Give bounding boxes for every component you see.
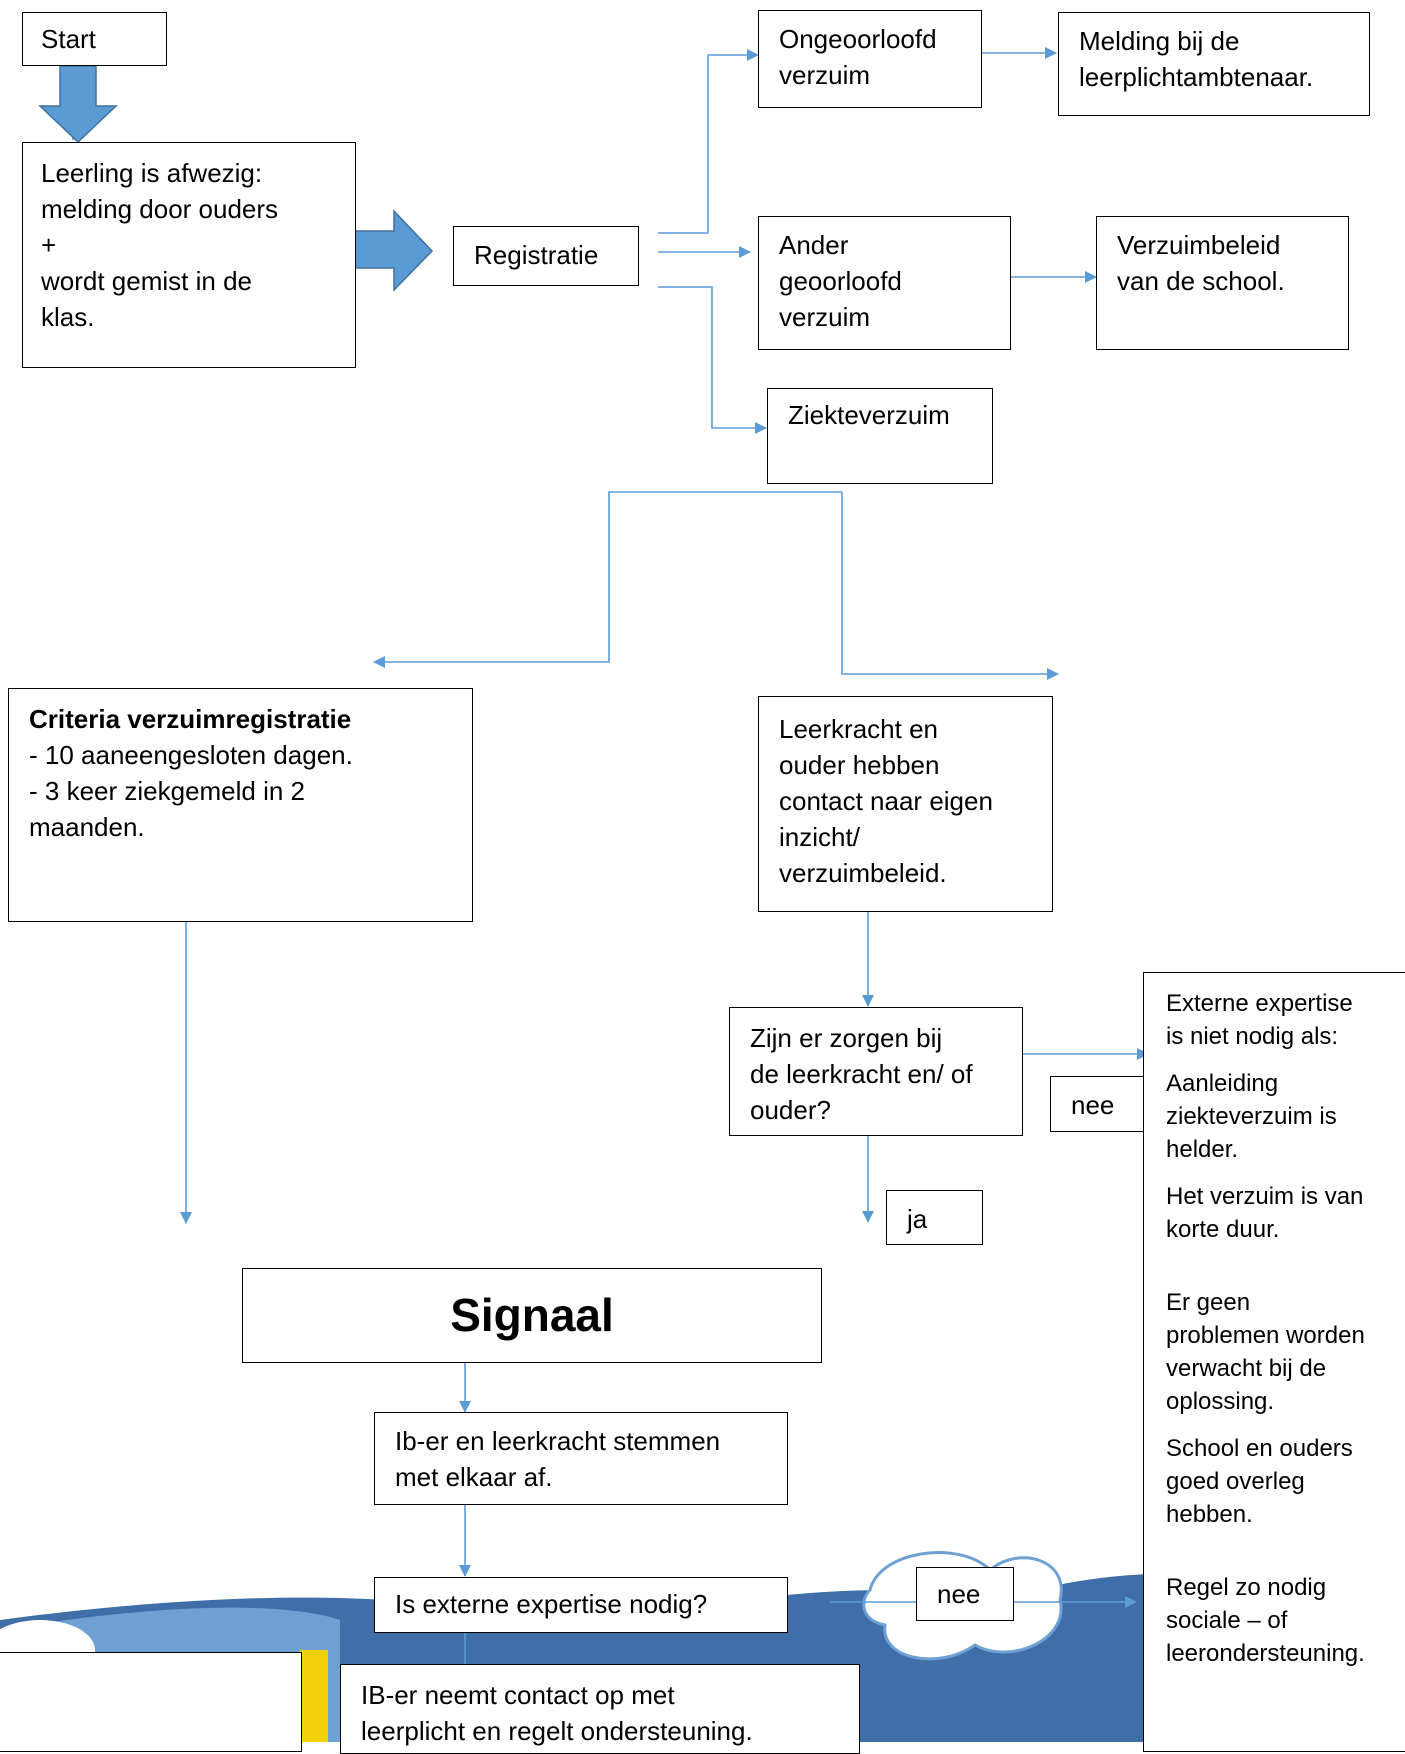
arrow-ziekte-contact <box>841 492 1059 680</box>
start-label: Start <box>41 24 96 54</box>
extern-info-line: Er geen <box>1166 1289 1251 1316</box>
criteria-title: Criteria verzuimregistratie <box>29 704 352 734</box>
ib-contact-line: IB-er neemt contact op met <box>361 1680 675 1710</box>
banner-yellow-letter <box>300 1650 328 1742</box>
contact-node: Leerkracht en ouder hebben contact naar … <box>758 696 1053 912</box>
contact-line: contact naar eigen <box>779 786 993 816</box>
extern-info-line: School en ouders <box>1166 1435 1353 1462</box>
afwezig-line: + <box>41 230 57 260</box>
afwezig-line: Leerling is afwezig: <box>41 158 263 188</box>
criteria-node: Criteria verzuimregistratie - 10 aaneeng… <box>8 688 473 922</box>
extern-info-para: Het verzuim is van korte duur. <box>1166 1180 1385 1246</box>
verzuimbeleid-line: Verzuimbeleid <box>1117 230 1281 260</box>
ib-contact-line: leerplicht en regelt ondersteuning. <box>361 1716 753 1746</box>
melding-line: Melding bij de <box>1079 26 1240 56</box>
signaal-label: Signaal <box>450 1289 614 1341</box>
ongeoorloofd-node: Ongeoorloofd verzuim <box>758 10 982 108</box>
extern-info-line: Het verzuim is van <box>1166 1183 1364 1210</box>
afwezig-line: wordt gemist in de <box>41 266 252 296</box>
nee-label-zorgen: nee <box>1050 1076 1148 1132</box>
extern-info-line: ziekteverzuim is <box>1166 1103 1337 1130</box>
extern-info-line: oplossing. <box>1166 1388 1275 1415</box>
contact-line: Leerkracht en <box>779 714 938 744</box>
big-arrow-down <box>38 65 118 144</box>
ja-label: ja <box>886 1190 983 1245</box>
extern-info-line: helder. <box>1166 1136 1239 1163</box>
arrow-ziekte-criteria <box>373 491 842 668</box>
extern-info-line: goed overleg <box>1166 1468 1305 1495</box>
ander-line: geoorloofd <box>779 266 902 296</box>
nee-text: nee <box>1071 1090 1115 1120</box>
blank-box-left <box>0 1652 302 1752</box>
extern-info-para: School en ouders goed overleg hebben. <box>1166 1432 1385 1531</box>
zorgen-line: ouder? <box>750 1095 831 1125</box>
extern-vraag-label: Is externe expertise nodig? <box>395 1589 708 1619</box>
arrow-reg-ziekte <box>658 286 767 434</box>
melding-node: Melding bij de leerplichtambtenaar. <box>1058 12 1370 116</box>
extern-info-line: is niet nodig als: <box>1166 1023 1339 1050</box>
afstemmen-node: Ib-er en leerkracht stemmen met elkaar a… <box>374 1412 788 1505</box>
contact-line: ouder hebben <box>779 750 940 780</box>
zorgen-node: Zijn er zorgen bij de leerkracht en/ of … <box>729 1007 1023 1136</box>
extern-info-line: hebben. <box>1166 1501 1253 1528</box>
extern-info-line: Aanleiding <box>1166 1070 1279 1097</box>
afstemmen-line: met elkaar af. <box>395 1462 553 1492</box>
nee-text: nee <box>937 1579 981 1609</box>
contact-line: inzicht/ <box>779 822 860 852</box>
ander-node: Ander geoorloofd verzuim <box>758 216 1011 350</box>
afstemmen-line: Ib-er en leerkracht stemmen <box>395 1426 721 1456</box>
registratie-label: Registratie <box>474 240 599 270</box>
registratie-node: Registratie <box>453 226 639 286</box>
verzuimbeleid-node: Verzuimbeleid van de school. <box>1096 216 1349 350</box>
ander-line: Ander <box>779 230 849 260</box>
afwezig-line: klas. <box>41 302 95 332</box>
ongeoorloofd-line: Ongeoorloofd <box>779 24 937 54</box>
extern-info-line: Externe expertise <box>1166 990 1353 1017</box>
extern-vraag-node: Is externe expertise nodig? <box>374 1577 788 1633</box>
ziekteverzuim-label: Ziekteverzuim <box>788 400 950 430</box>
signaal-node: Signaal <box>242 1268 822 1363</box>
extern-info-line: leerondersteuning. <box>1166 1640 1365 1667</box>
verzuimbeleid-line: van de school. <box>1117 266 1285 296</box>
extern-info-para: Regel zo nodig sociale – of leeronderste… <box>1166 1571 1385 1670</box>
extern-info-line: problemen worden <box>1166 1322 1365 1349</box>
arrow-reg-ongeoorloofd <box>658 49 759 234</box>
ib-contact-node: IB-er neemt contact op met leerplicht en… <box>340 1664 860 1754</box>
extern-info-line: verwacht bij de <box>1166 1355 1327 1382</box>
ziekteverzuim-node: Ziekteverzuim <box>767 388 993 484</box>
extern-info-para: Er geen problemen worden verwacht bij de… <box>1166 1286 1385 1418</box>
zorgen-line: Zijn er zorgen bij <box>750 1023 943 1053</box>
extern-info-line: Regel zo nodig <box>1166 1574 1327 1601</box>
extern-info-line: sociale – of <box>1166 1607 1288 1634</box>
zorgen-line: de leerkracht en/ of <box>750 1059 973 1089</box>
ander-line: verzuim <box>779 302 871 332</box>
criteria-line: - 3 keer ziekgemeld in 2 <box>29 776 306 806</box>
criteria-line: maanden. <box>29 812 145 842</box>
extern-info-para: Aanleiding ziekteverzuim is helder. <box>1166 1067 1385 1166</box>
ja-text: ja <box>907 1204 928 1234</box>
criteria-line: - 10 aaneengesloten dagen. <box>29 740 353 770</box>
extern-info-line: korte duur. <box>1166 1216 1280 1243</box>
afwezig-line: melding door ouders <box>41 194 279 224</box>
melding-line: leerplichtambtenaar. <box>1079 62 1314 92</box>
nee-label-extern: nee <box>916 1567 1014 1621</box>
extern-info-node: Externe expertise is niet nodig als: Aan… <box>1143 972 1405 1752</box>
afwezig-node: Leerling is afwezig: melding door ouders… <box>22 142 356 368</box>
big-arrow-right <box>353 209 434 292</box>
start-node: Start <box>22 12 167 66</box>
contact-line: verzuimbeleid. <box>779 858 947 888</box>
ongeoorloofd-line: verzuim <box>779 60 871 90</box>
extern-info-intro: Externe expertise is niet nodig als: <box>1166 987 1385 1053</box>
